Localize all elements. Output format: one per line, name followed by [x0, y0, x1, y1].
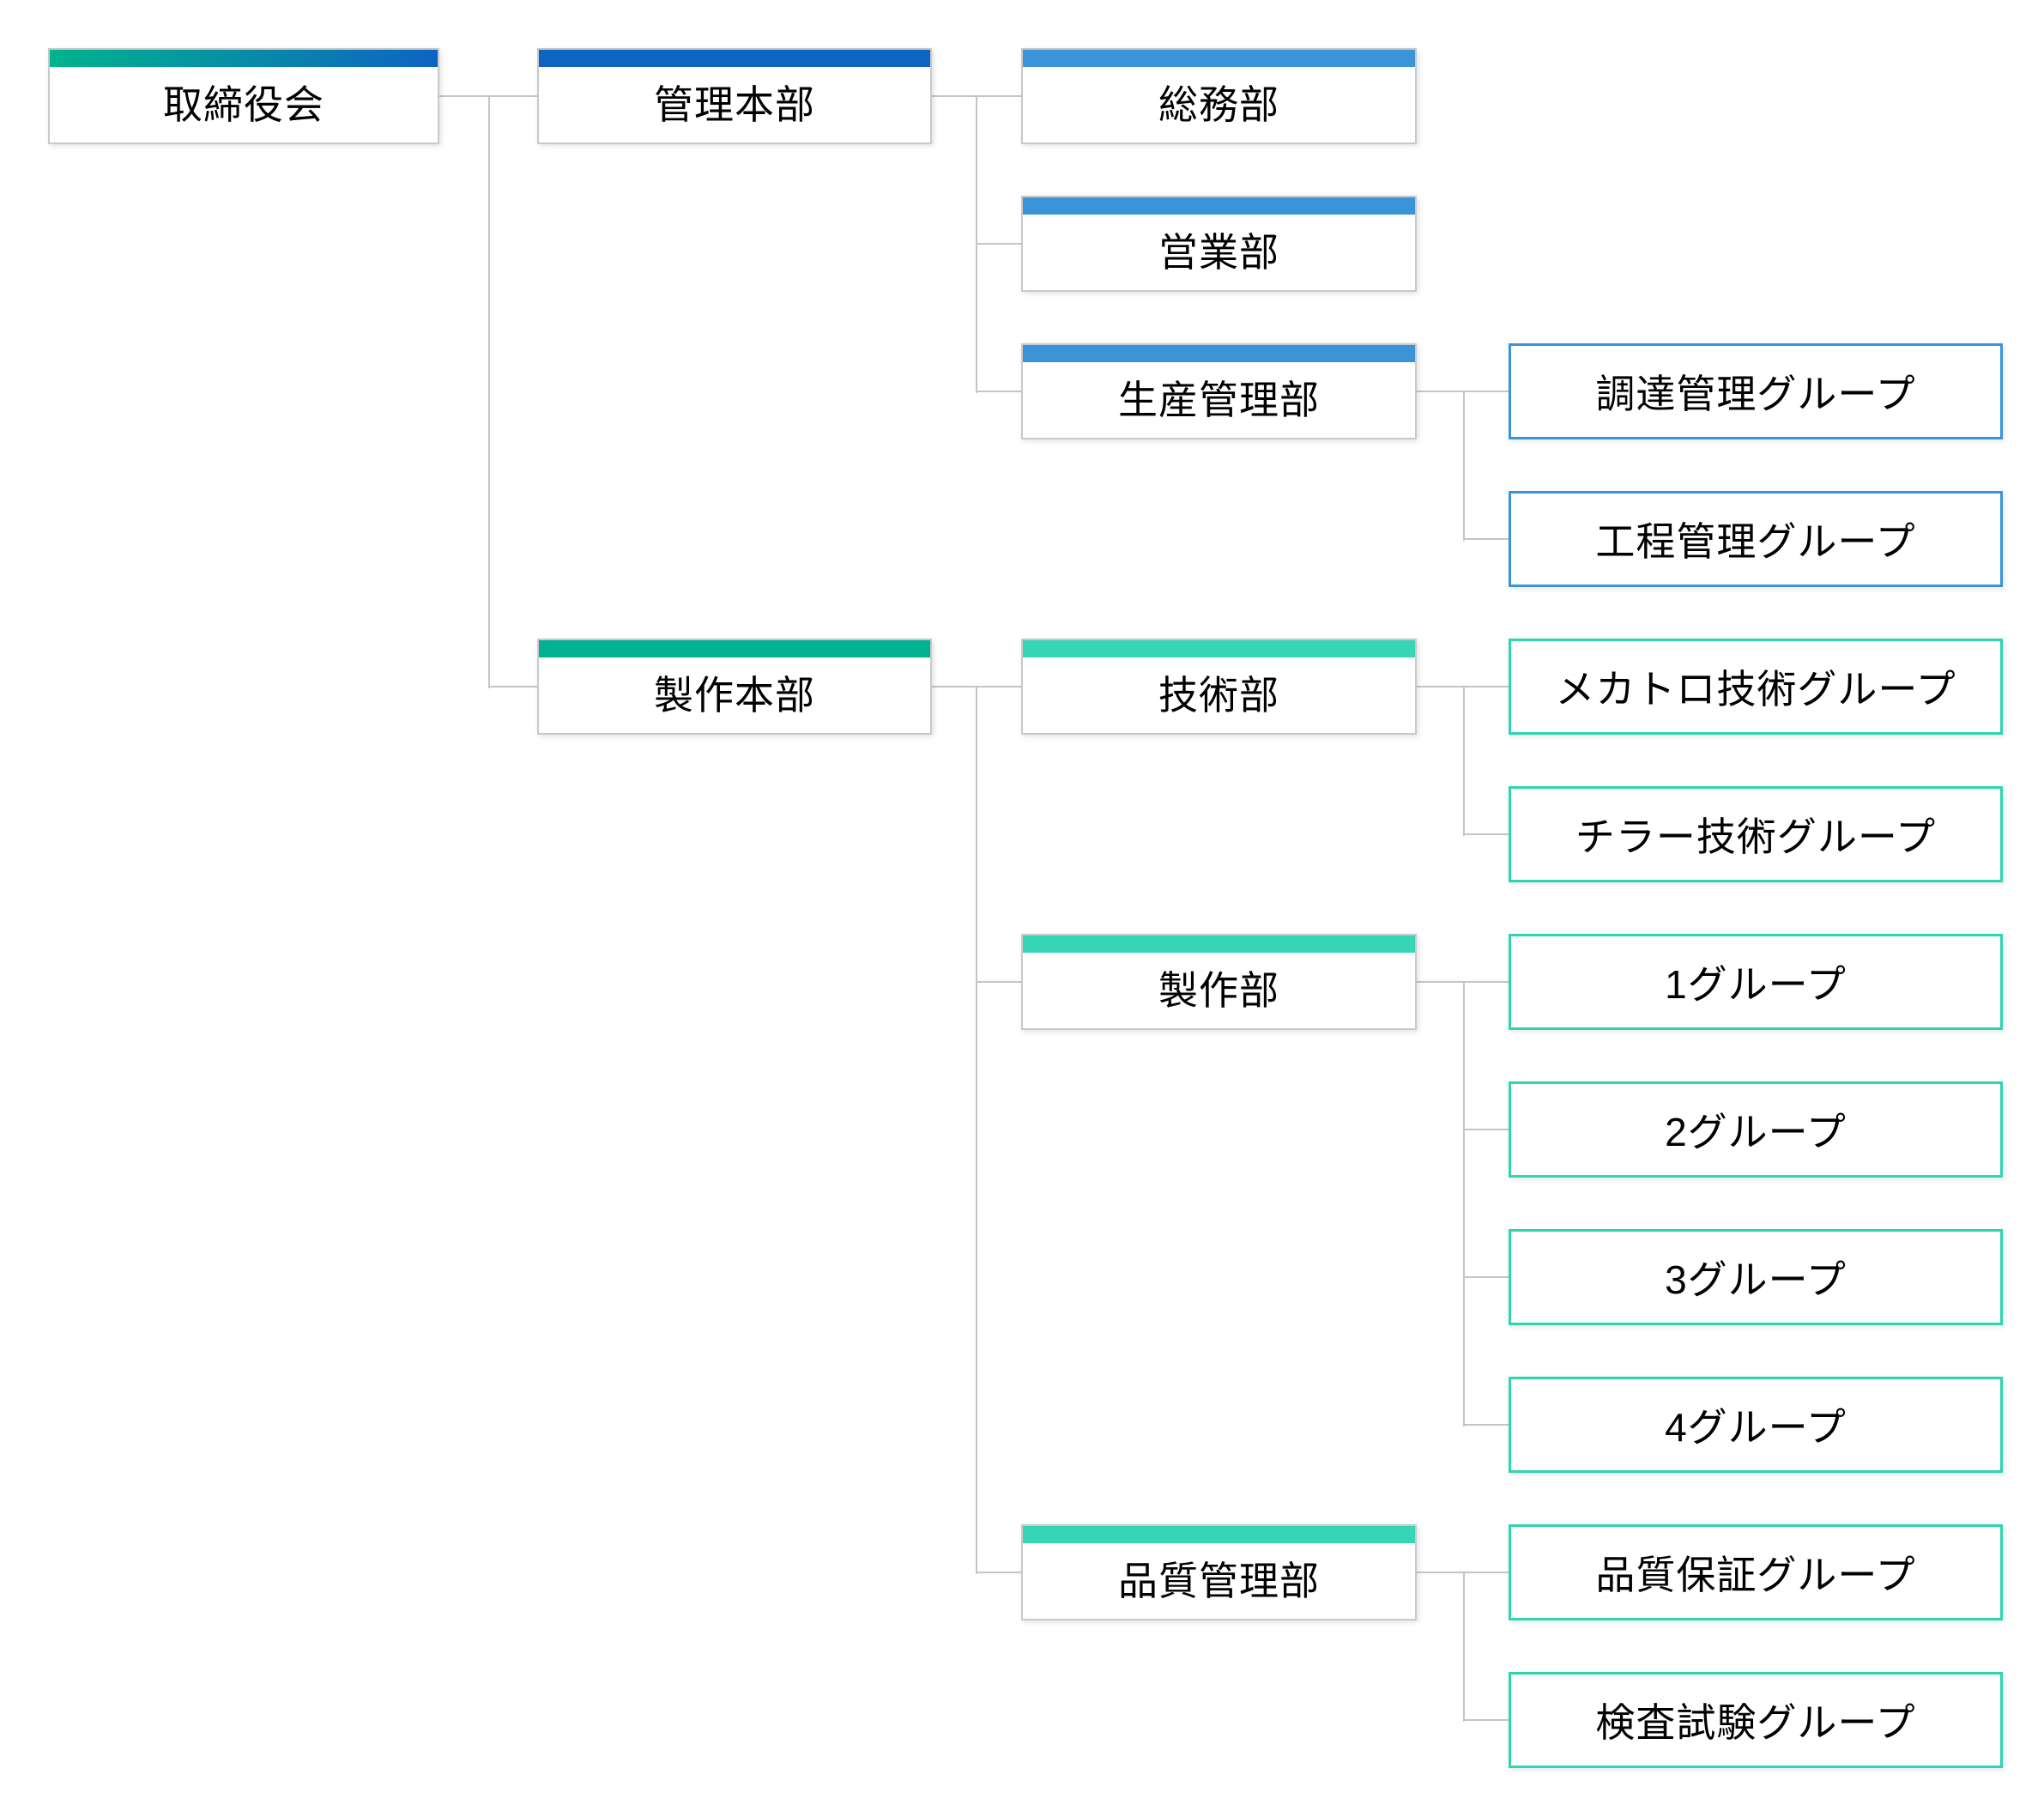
node-label: 品質管理部 — [1118, 1559, 1320, 1603]
node-label: 3グループ — [1665, 1257, 1847, 1302]
org-node-production-control-dept: 生産管理部 — [1021, 343, 1417, 439]
node-color-bar — [1023, 197, 1415, 215]
connector-engineering-mechatronics — [1417, 686, 1509, 687]
node-label: 1グループ — [1665, 962, 1847, 1007]
org-node-quality-assurance-group: 品質保証グループ — [1509, 1524, 2003, 1620]
connector-mfghq-quality-control — [976, 1572, 1021, 1573]
connector-mfghq-manufacturing-dept — [976, 981, 1021, 983]
connector-quality-inspection — [1463, 1719, 1509, 1721]
node-label: 営業部 — [1158, 230, 1279, 275]
org-node-procurement-group: 調達管理グループ — [1509, 343, 2003, 439]
node-label: メカトロ技術グループ — [1555, 667, 1956, 712]
connector-trunk-manufacturing — [1463, 981, 1465, 1426]
node-label: 4グループ — [1665, 1405, 1847, 1450]
connector-production-control-process — [1463, 538, 1509, 540]
node-label: 生産管理部 — [1118, 378, 1320, 422]
connector-manufacturing-group1 — [1417, 981, 1509, 983]
node-label: チラー技術グループ — [1575, 815, 1937, 859]
node-label: 管理本部 — [654, 82, 815, 127]
connector-manufacturing-group2 — [1463, 1129, 1509, 1130]
org-node-inspection-testing-group: 検査試験グループ — [1509, 1672, 2003, 1768]
node-color-bar — [539, 50, 930, 67]
org-node-group-4: 4グループ — [1509, 1377, 2003, 1473]
org-node-admin-hq: 管理本部 — [537, 48, 932, 144]
org-node-group-3: 3グループ — [1509, 1229, 2003, 1325]
connector-engineering-chiller — [1463, 833, 1509, 835]
node-label: 製作本部 — [654, 673, 815, 718]
connector-trunk-mfghq — [976, 686, 977, 1574]
node-label: 製作部 — [1158, 968, 1279, 1013]
org-node-chiller-group: チラー技術グループ — [1509, 786, 2003, 882]
connector-manufacturing-group3 — [1463, 1276, 1509, 1278]
org-node-sales-dept: 営業部 — [1021, 196, 1417, 292]
connector-quality-qa — [1417, 1572, 1509, 1573]
connector-adminhq-sales — [976, 243, 1021, 245]
node-label: 取締役会 — [163, 82, 324, 127]
node-label: 検査試験グループ — [1595, 1700, 1916, 1745]
node-label: 2グループ — [1665, 1110, 1847, 1154]
node-color-bar — [1023, 936, 1415, 953]
org-node-process-control-group: 工程管理グループ — [1509, 491, 2003, 587]
node-label: 工程管理グループ — [1595, 519, 1916, 564]
org-node-engineering-dept: 技術部 — [1021, 639, 1417, 735]
org-node-board: 取締役会 — [48, 48, 439, 144]
node-color-bar — [539, 640, 930, 657]
connector-adminhq-production-control — [976, 391, 1021, 392]
connector-trunk-quality — [1463, 1572, 1465, 1722]
org-node-group-1: 1グループ — [1509, 934, 2003, 1030]
node-color-bar — [1023, 50, 1415, 67]
connector-board-mfghq — [488, 686, 537, 687]
connector-production-control-procurement — [1417, 391, 1509, 392]
org-node-quality-control-dept: 品質管理部 — [1021, 1524, 1417, 1620]
node-color-bar — [1023, 1526, 1415, 1543]
node-color-bar — [1023, 640, 1415, 657]
org-node-manufacturing-hq: 製作本部 — [537, 639, 932, 735]
connector-trunk-board — [488, 95, 490, 688]
connector-trunk-engineering — [1463, 686, 1465, 836]
node-label: 調達管理グループ — [1595, 372, 1916, 416]
node-label: 総務部 — [1158, 82, 1279, 127]
node-color-bar — [50, 50, 438, 67]
org-node-mechatronics-group: メカトロ技術グループ — [1509, 639, 2003, 735]
connector-trunk-production-control — [1463, 391, 1465, 541]
org-node-manufacturing-dept: 製作部 — [1021, 934, 1417, 1030]
connector-manufacturing-group4 — [1463, 1424, 1509, 1426]
org-node-group-2: 2グループ — [1509, 1081, 2003, 1178]
node-label: 品質保証グループ — [1595, 1553, 1916, 1597]
org-node-general-affairs-dept: 総務部 — [1021, 48, 1417, 144]
node-label: 技術部 — [1158, 673, 1279, 718]
node-color-bar — [1023, 345, 1415, 362]
